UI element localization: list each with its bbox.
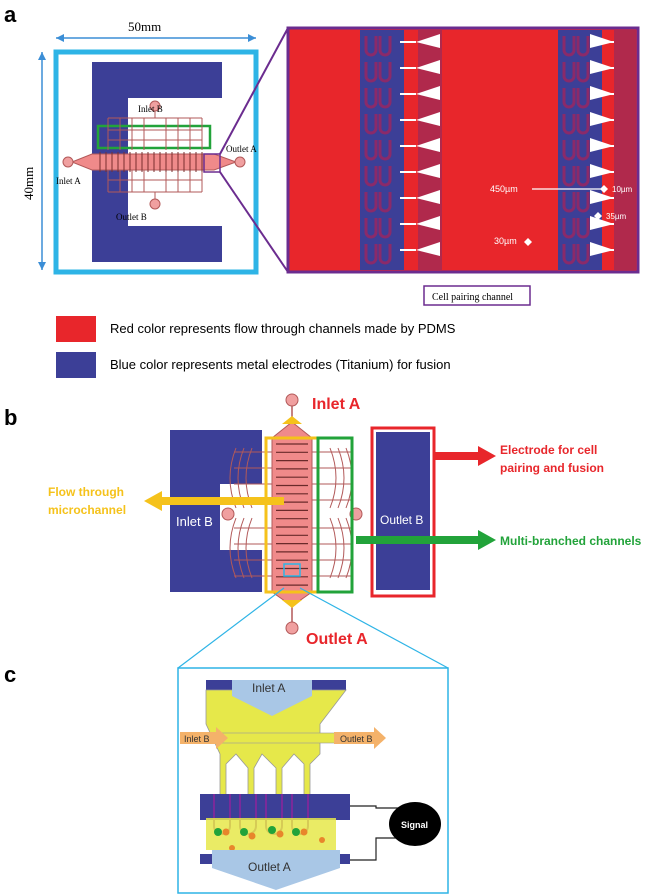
flow-label-line2: microchannel [48,503,126,517]
trap-pair [364,166,392,187]
zoom-source-box [203,153,221,173]
channel-finger [416,112,440,126]
outlet-a-arrow-c [212,850,340,890]
outlet-a-port-b [285,621,299,635]
magnified-trap-array-left [364,36,392,265]
trap-pair [364,244,392,265]
trap-pair [562,244,590,265]
dim-35-label: 35µm [606,212,627,221]
legend-text-blue: Blue color represents metal electrodes (… [110,357,451,372]
main-channel-ladder-b [276,443,308,586]
outlet-a-label-b: Outlet A [306,631,368,648]
channel-finger [416,34,440,48]
trap-pair [364,114,392,135]
inlet-a-label: Inlet A [56,176,81,186]
branched-channels-top [107,108,203,150]
electrode-highlight-box [370,426,436,598]
signal-label: Signal [401,820,428,830]
electrode-inlet-b [170,430,262,592]
caption-text: Cell pairing channel [432,292,513,303]
panel-b-diagram: Inlet A Outlet A Inlet B Outlet B Flow t… [48,393,642,648]
trap-pair [562,114,590,135]
magnified-fingers-right [590,34,614,256]
channel-finger [416,190,440,204]
inlet-a-port-b [285,393,299,407]
outlet-b-arrow-c [334,727,386,749]
trap-pair [562,166,590,187]
outlet-b-label: Outlet B [116,212,147,222]
electrode-left [92,62,222,262]
panel-label-a: a [4,2,17,27]
inlet-b-label: Inlet B [138,104,163,114]
electrode-label-line1: Electrode for cell [500,443,597,457]
outlet-a-label-c: Outlet A [248,860,291,874]
branched-box-b [316,436,354,594]
magnified-fingers-left [400,34,440,256]
outlet-b-label-c: Outlet B [340,734,373,744]
dim-30-label: 30µm [494,236,517,246]
signal-source [389,802,441,846]
trap-pair [562,140,590,161]
inlet-a-arrow-c [232,680,312,716]
legend-text-red: Red color represents flow through channe… [110,321,456,336]
channel-finger [416,86,440,100]
zoom-source-box-b [283,563,301,577]
panel-a-diagram: 50mm 40mm Inlet B Inlet A Outlet A Outle… [21,19,640,306]
trap-pair [562,192,590,213]
branched-label: Multi-branched channels [500,534,642,548]
branched-channels-bottom [107,170,203,202]
trap-pair [562,36,590,57]
panel-c-diagram: Inlet A Inlet B Outlet B Outlet A Signal [177,587,449,894]
trap-pair [364,36,392,57]
outlet-b-label-b: Outlet B [380,513,423,527]
channel-finger [416,60,440,74]
inlet-a-label-b: Inlet A [312,396,361,413]
channel-finger [416,216,440,230]
panel-label-b: b [4,405,18,430]
inlet-b-label-c: Inlet B [184,734,210,744]
trap-pair [364,140,392,161]
trap-pair [364,62,392,83]
electrode-outlet-b [376,432,430,590]
width-label: 50mm [128,19,161,34]
dim-450-label: 450µm [490,184,518,194]
panel-label-c: c [4,662,17,687]
main-channel-ladder [99,152,203,172]
inlet-a-port [62,156,74,168]
trap-pair [364,192,392,213]
legend-swatch-blue [56,352,96,378]
electrode-middle-c [200,794,350,820]
trap-pair [562,88,590,109]
inlet-b-port-b [221,507,235,521]
inlet-b-port [149,100,161,112]
trap-pair [364,218,392,239]
channel-finger [416,138,440,152]
caption-box [423,285,531,306]
outlet-a-port [234,156,246,168]
trap-pair [562,62,590,83]
magnified-strip-right [614,30,636,270]
electrode-label-line2: pairing and fusion [500,461,604,475]
magnified-center-channel [440,30,558,270]
branched-box [96,124,212,150]
outlet-b-port [149,198,161,210]
flow-label-line1: Flow through [48,485,124,499]
channel-finger [416,242,440,256]
trap-pair [562,218,590,239]
inlet-b-arrow-c [180,727,228,749]
inlet-b-label-b: Inlet B [176,514,213,529]
legend-swatch-red [56,316,96,342]
trap-pair [364,88,392,109]
channel-finger [416,164,440,178]
cells-c [214,826,325,851]
dim-10-label: 10µm [612,185,633,194]
outlet-a-label: Outlet A [226,144,257,154]
magnified-trap-array-right [562,36,590,265]
inlet-a-label-c: Inlet A [252,681,285,695]
height-label: 40mm [21,167,36,200]
